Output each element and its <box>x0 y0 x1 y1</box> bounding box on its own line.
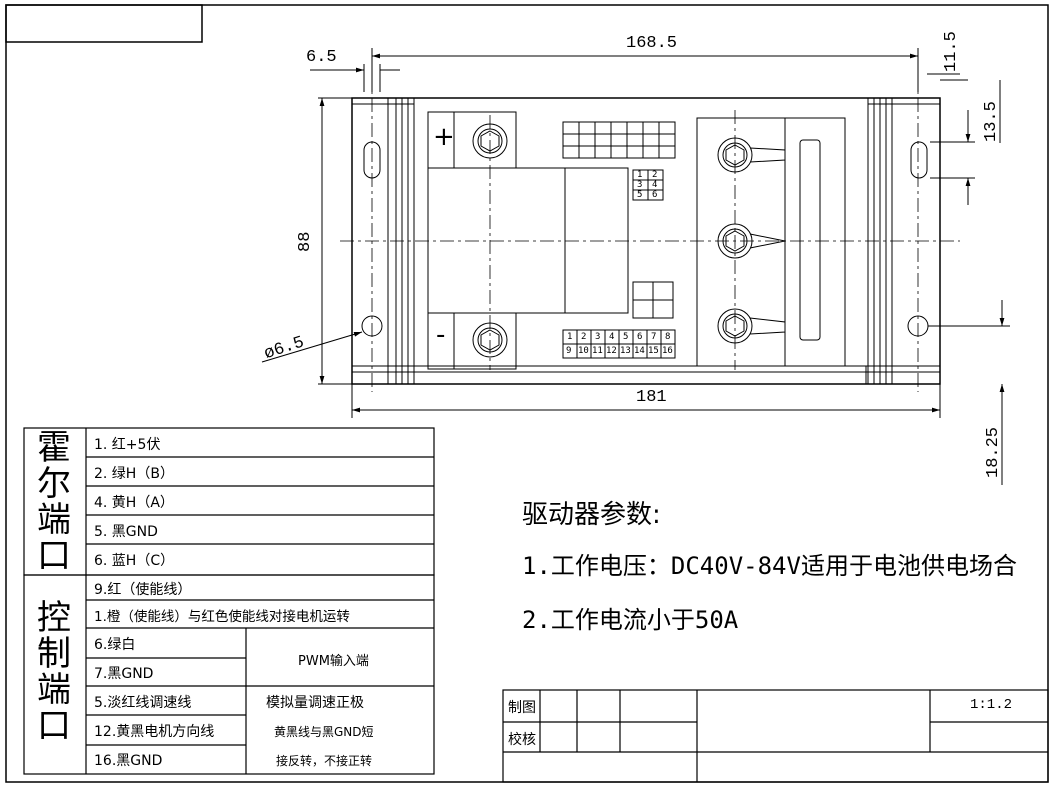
connector-top-grid <box>562 121 676 159</box>
control-row-1: 9.红（使能线） <box>94 582 192 598</box>
dim-right-slot: 13.5 <box>982 101 1001 142</box>
control-pin-13: 13 <box>620 346 631 356</box>
hall-pin-6: 6 <box>652 190 658 200</box>
hall-row-5: 6. 蓝H（C） <box>94 553 175 569</box>
phase-output-block <box>696 117 846 367</box>
title-block <box>502 689 1049 783</box>
driver-param-current: 2.工作电流小于50A <box>522 606 739 634</box>
control-note-direction-1: 黄黑线与黑GND短 <box>274 725 374 739</box>
driver-params-title: 驱动器参数: <box>522 500 661 530</box>
hall-port-header: 霍尔端口 <box>37 428 71 576</box>
control-pin-6: 6 <box>637 332 643 342</box>
driver-param-voltage: 1.工作电压：DC40V-84V适用于电池供电场合 <box>522 552 1017 580</box>
hall-pin-1: 1 <box>637 170 643 180</box>
hall-row-4: 5. 黑GND <box>94 524 158 540</box>
control-pin-1: 1 <box>567 332 573 342</box>
hall-port-table <box>23 427 435 576</box>
control-pin-15: 15 <box>648 346 659 356</box>
title-block-checked: 校核 <box>508 732 536 748</box>
title-block-drawn: 制图 <box>508 700 536 716</box>
hall-row-3: 4. 黄H（A） <box>94 495 174 511</box>
control-pin-14: 14 <box>634 346 645 356</box>
dim-left-offset: 6.5 <box>306 48 337 67</box>
dim-height: 88 <box>296 231 315 252</box>
control-pin-8: 8 <box>665 332 671 342</box>
hall-pin-5: 5 <box>637 190 643 200</box>
hall-row-2: 2. 绿H（B） <box>94 466 174 482</box>
minus-terminal-label: - <box>436 320 446 350</box>
plus-terminal-label: + <box>433 122 455 152</box>
dim-top-total: 168.5 <box>626 34 678 53</box>
control-pin-12: 12 <box>606 346 617 356</box>
module-block <box>427 167 629 314</box>
control-pin-10: 10 <box>578 346 589 356</box>
control-pin-9: 9 <box>566 346 572 356</box>
control-row-7: 16.黑GND <box>94 753 163 769</box>
control-row-5: 5.淡红线调速线 <box>94 695 192 711</box>
control-pin-16: 16 <box>662 346 673 356</box>
hall-pin-3: 3 <box>637 180 643 190</box>
dim-right-offset: 11.5 <box>942 31 961 72</box>
control-note-direction-2: 接反转，不接正转 <box>276 754 373 768</box>
control-pin-3: 3 <box>595 332 601 342</box>
control-port-table <box>23 574 435 775</box>
control-row-2: 1.橙（使能线）与红色使能线对接电机运转 <box>94 609 350 625</box>
control-pin-7: 7 <box>651 332 657 342</box>
dim-bottom-total: 181 <box>636 388 667 407</box>
control-row-6: 12.黄黑电机方向线 <box>94 724 215 740</box>
hall-pin-4: 4 <box>652 180 658 190</box>
slot-right <box>910 141 928 179</box>
control-pin-5: 5 <box>623 332 629 342</box>
dim-bottom-right: 18.25 <box>984 426 1003 478</box>
control-note-analog: 模拟量调速正极 <box>266 695 364 711</box>
corner-box <box>5 4 203 43</box>
control-pin-2: 2 <box>581 332 587 342</box>
control-pin-11: 11 <box>592 346 603 356</box>
control-row-3: 6.绿白 <box>94 637 136 653</box>
title-block-scale: 1:1.2 <box>970 697 1013 713</box>
hall-row-1: 1. 红+5伏 <box>94 437 161 453</box>
control-port-header: 控制端口 <box>37 598 71 746</box>
control-note-pwm: PWM输入端 <box>298 654 369 669</box>
hall-pin-2: 2 <box>652 170 658 180</box>
control-row-4: 7.黑GND <box>94 666 154 682</box>
control-pin-4: 4 <box>609 332 615 342</box>
